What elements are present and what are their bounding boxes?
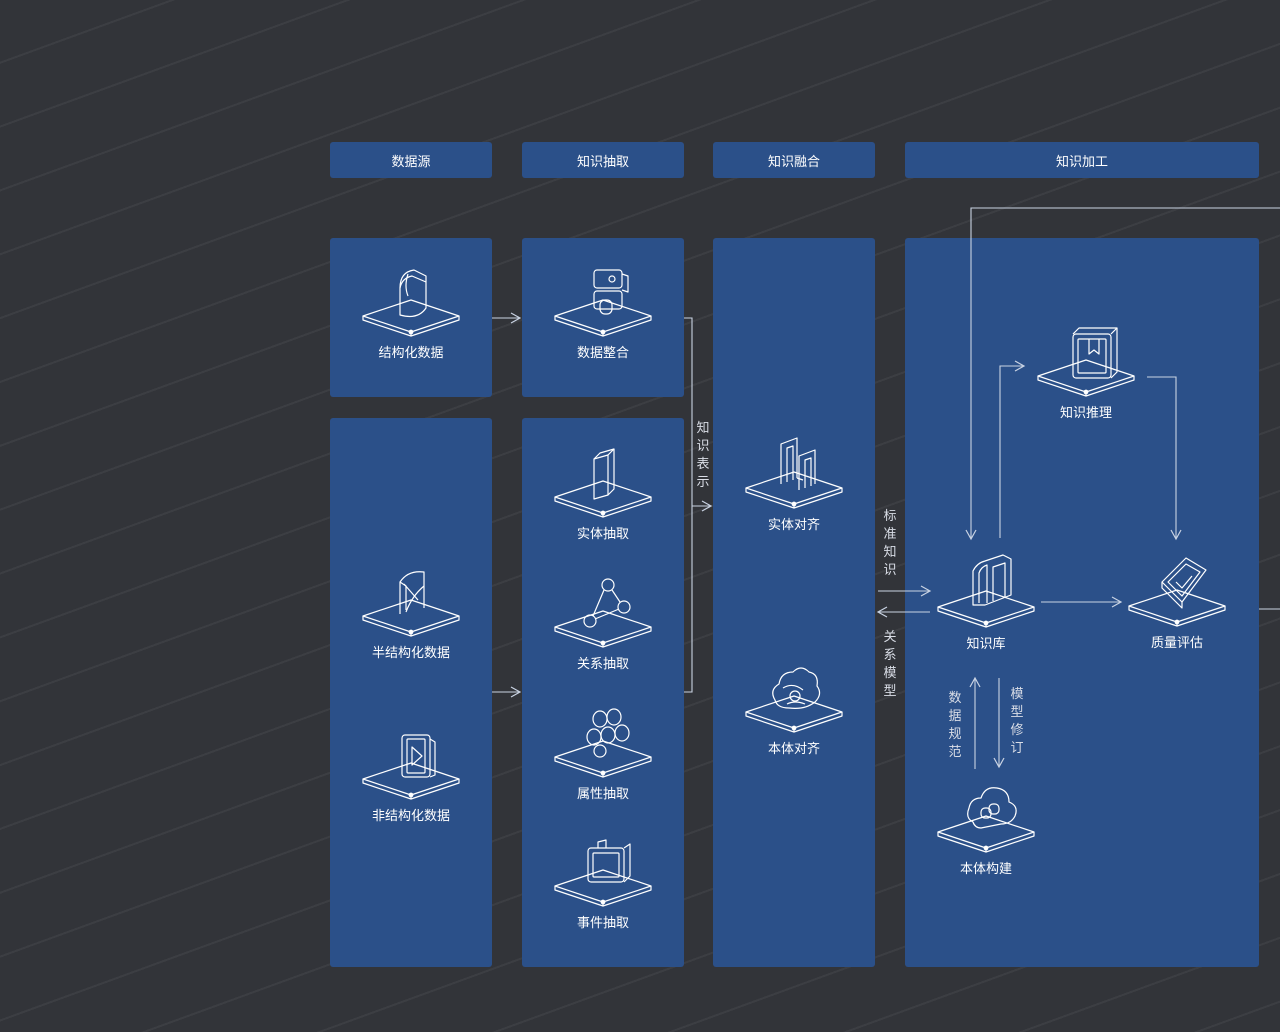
node-semi-structured-data: 半结构化数据 [351,562,471,661]
node-entity-alignment: 实体对齐 [734,434,854,533]
panel-fusion [713,238,875,967]
node-structured-data-label: 结构化数据 [378,346,444,361]
header-knowledge-processing: 知识加工 [905,142,1259,178]
panel-structured-source [330,238,492,397]
edge-label-relation-model: 关系模型 [883,630,897,699]
entity-extraction-icon [554,448,652,518]
node-knowledge-base: 知识库 [926,553,1046,652]
node-knowledge-reasoning: 知识推理 [1026,322,1146,421]
structured-data-icon [362,269,460,337]
node-entity-alignment-label: 实体对齐 [767,518,820,533]
node-event-extraction: 事件抽取 [543,832,663,931]
node-ontology-alignment: 本体对齐 [734,658,854,757]
node-unstructured-data: 非结构化数据 [351,725,471,824]
node-unstructured-data-label: 非结构化数据 [371,809,450,824]
semi-structured-data-icon [362,571,460,637]
knowledge-reasoning-icon [1037,327,1135,397]
node-entity-extraction-label: 实体抽取 [576,527,629,542]
node-knowledge-base-label: 知识库 [966,637,1006,652]
unstructured-data-icon [362,734,460,800]
node-relation-extraction-label: 关系抽取 [576,657,629,672]
panel-unstructured-source [330,418,492,967]
node-quality-assessment: 质量评估 [1117,552,1237,651]
node-semi-structured-data-label: 半结构化数据 [371,646,450,661]
entity-alignment-icon [745,437,843,509]
node-ontology-construction-label: 本体构建 [959,862,1012,877]
header-knowledge-fusion: 知识融合 [713,142,875,178]
ontology-construction-icon [937,787,1035,853]
data-integration-icon [554,269,652,337]
quality-assessment-icon [1128,557,1226,627]
node-data-integration-label: 数据整合 [576,346,629,361]
node-event-extraction-label: 事件抽取 [576,916,629,931]
relation-extraction-icon [554,578,652,648]
node-attribute-extraction-label: 属性抽取 [576,787,629,802]
node-attribute-extraction: 属性抽取 [543,703,663,802]
edge-label-model-revision: 模型修订 [1010,687,1024,756]
node-structured-data: 结构化数据 [351,262,471,361]
node-ontology-construction: 本体构建 [926,778,1046,877]
panel-data-integration [522,238,684,397]
node-quality-assessment-label: 质量评估 [1150,636,1203,651]
header-data-source: 数据源 [330,142,492,178]
header-knowledge-extraction: 知识抽取 [522,142,684,178]
attribute-extraction-icon [554,708,652,778]
panel-extraction [522,418,684,967]
knowledge-base-icon [937,554,1035,628]
edge-label-data-specification: 数据规范 [948,691,962,760]
node-knowledge-reasoning-label: 知识推理 [1059,406,1112,421]
edge-label-standard-knowledge: 标准知识 [883,509,897,578]
ontology-alignment-icon [745,667,843,733]
node-ontology-alignment-label: 本体对齐 [767,742,820,757]
node-data-integration: 数据整合 [543,262,663,361]
node-entity-extraction: 实体抽取 [543,443,663,542]
node-relation-extraction: 关系抽取 [543,573,663,672]
edge-label-knowledge-representation: 知识表示 [696,421,710,490]
event-extraction-icon [554,839,652,907]
